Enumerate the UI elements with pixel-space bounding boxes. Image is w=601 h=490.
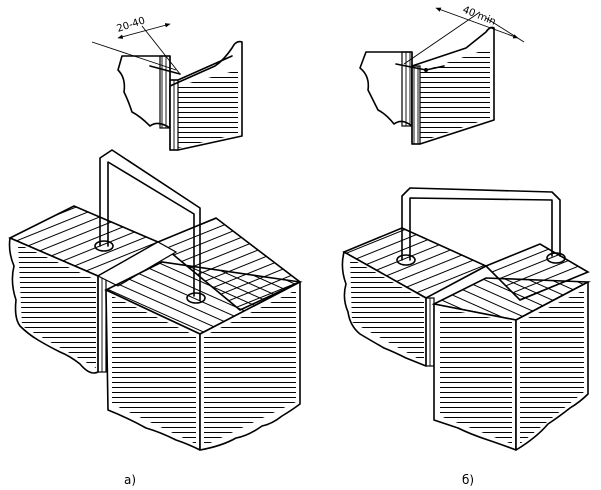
- anchor-staple-b: [401, 187, 561, 261]
- anchor-staple-a: [99, 149, 201, 301]
- plan-a-left-block: [117, 55, 171, 129]
- figure-a-plan-detail: 20-40: [91, 15, 243, 151]
- figure-label-a: а): [124, 473, 136, 487]
- figure-a-isometric: [8, 149, 303, 451]
- dimension-label-b: 40 min: [461, 5, 497, 28]
- figure-b-plan-detail: 40 min: [359, 5, 525, 145]
- figure-b-isometric: [341, 187, 592, 451]
- figure-label-b: б): [462, 473, 474, 487]
